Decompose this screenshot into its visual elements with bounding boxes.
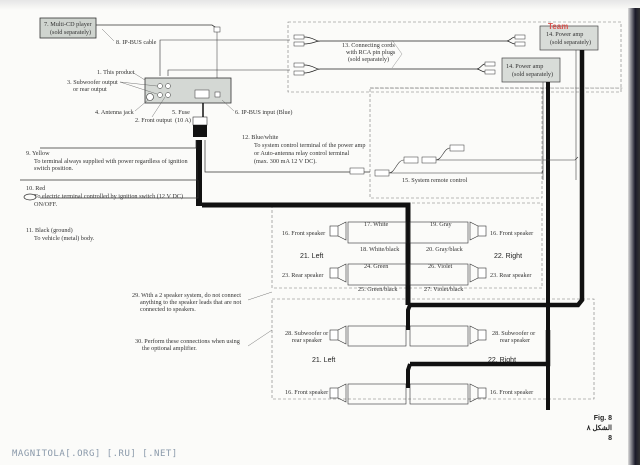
rca-label: 13. Connecting cords [342, 42, 395, 49]
wire-18-label: 18. White/black [360, 246, 400, 253]
multi-cd-sub: (sold separately) [50, 29, 91, 36]
red-wire-desc: To electric terminal controlled by ignit… [34, 193, 183, 200]
multi-cd-label: 7. Multi-CD player [44, 21, 92, 28]
front-speaker-left-amp: 16. Front speaker [285, 389, 328, 396]
fuse-label: 5. Fuse [172, 109, 190, 116]
rear-speaker-right: 23. Rear speaker [490, 272, 531, 279]
speaker-block-amp: 28. Subwoofer or rear speaker 28. Subwoo… [285, 325, 535, 405]
wire-20-label: 20. Gray/black [426, 246, 464, 253]
red-wire-label: 10. Red [26, 185, 46, 192]
remote-label: 15. System remote control [402, 177, 468, 184]
sub-output-label-2: or rear output [73, 86, 107, 93]
wire-17-label: 17. White [364, 221, 389, 228]
ipbus-input-label: 6. IP-BUS input (Blue) [235, 109, 292, 116]
black-wire-desc: To vehicle (metal) body. [34, 235, 95, 242]
figure-code: 8 [608, 435, 612, 442]
multi-cd-player: 7. Multi-CD player (sold separately) [39, 17, 97, 39]
front-speaker-right: 16. Front speaker [490, 230, 533, 237]
antenna-jack-icon [146, 93, 154, 101]
team-logo: Team [548, 22, 569, 31]
sub-speaker-right: 28. Subwoofer or [492, 330, 535, 337]
this-product-label: 1. This product [97, 69, 135, 76]
rca-region [287, 21, 622, 93]
blue-white-desc-1: To system control terminal of the power … [254, 142, 365, 149]
figure-caption: Fig. 8 الشكل ٨ 8 [587, 414, 612, 444]
black-wire-label: 11. Black (ground) [26, 227, 73, 234]
note-29: 29. With a 2 speaker system, do not conn… [132, 292, 241, 299]
blue-white-desc-3: (max. 300 mA 12 V DC). [254, 158, 317, 165]
wire-27-label: 27. Violet/black [424, 286, 464, 293]
rca-plugs [293, 34, 526, 76]
page-binding-shadow [628, 8, 640, 465]
dashed-regions [271, 21, 623, 400]
front-speaker-right-amp: 16. Front speaker [490, 389, 533, 396]
power-amp-top: 14. Power amp (sold separately) [539, 25, 599, 51]
amp-top-label: 14. Power amp [546, 31, 583, 38]
note-30: 30. Perform these connections when using [135, 338, 240, 345]
right-label-amp: 22. Right [488, 357, 516, 364]
left-label: 21. Left [300, 253, 323, 260]
rca-label-3: (sold separately) [348, 56, 389, 63]
yellow-wire-label: 9. Yellow [26, 150, 50, 157]
front-output-label: 2. Front output [135, 117, 172, 124]
wire-19-label: 19. Gray [430, 221, 453, 228]
page-top-shadow [0, 0, 640, 10]
amp-mid-sub: (sold separately) [512, 71, 553, 78]
sub-speaker-left: 28. Subwoofer or [285, 330, 328, 337]
speaker-block-main: 16. Front speaker 16. Front speaker 23. … [282, 221, 533, 293]
ground-terminal-icon [23, 193, 37, 201]
sub-output-label: 3. Subwoofer output [67, 79, 118, 86]
ipbus-input-icon [214, 91, 221, 98]
remote-region [369, 87, 543, 199]
blue-white-desc-2: or Auto-antenna relay control terminal [254, 150, 349, 157]
red-wire-desc-2: ON/OFF. [34, 201, 58, 208]
power-amp-middle: 14. Power amp (sold separately) [501, 57, 561, 83]
ipbus-cable-line [96, 24, 219, 30]
note-30-2: the optional amplifier. [142, 345, 197, 352]
right-label: 22. Right [494, 253, 522, 260]
figure-label: Fig. 8 [593, 415, 612, 422]
remote-plugs [349, 144, 465, 177]
sub-speaker-left-2: rear speaker [292, 337, 322, 344]
wire-25-label: 25. Green/black [358, 286, 398, 293]
watermark: MAGNITOLA[.ORG] [.RU] [.NET] [12, 449, 178, 459]
yellow-wire-desc: To terminal always supplied with power r… [34, 158, 188, 165]
note-29-3: connected to speakers. [140, 306, 196, 313]
rca-label-2: with RCA pin plugs [346, 49, 396, 56]
fuse-rating: (10 A) [175, 117, 191, 124]
ipbus-plug-icon [213, 26, 221, 33]
speaker-region-amp [271, 298, 595, 400]
figure-label-arabic: الشكل ٨ [586, 425, 612, 432]
amp-mid-label: 14. Power amp [506, 63, 543, 70]
wire-harness [193, 125, 207, 137]
antenna-jack-label: 4. Antenna jack [95, 109, 135, 116]
sub-speaker-right-2: rear speaker [500, 337, 530, 344]
front-speaker-left: 16. Front speaker [282, 230, 325, 237]
blue-white-label: 12. Blue/white [242, 134, 279, 141]
wire-26-label: 26. Violet [428, 263, 453, 270]
wire-24-label: 24. Green [364, 263, 388, 270]
yellow-wire-desc-2: switch position. [34, 165, 74, 172]
power-connector-icon [194, 89, 210, 99]
rear-speaker-left: 23. Rear speaker [282, 272, 323, 279]
note-29-2: anything to the speaker leads that are n… [140, 299, 241, 306]
left-label-amp: 21. Left [312, 357, 335, 364]
amp-top-sub: (sold separately) [550, 39, 591, 46]
ipbus-cable-label: 8. IP-BUS cable [116, 39, 157, 46]
head-unit [144, 77, 232, 104]
